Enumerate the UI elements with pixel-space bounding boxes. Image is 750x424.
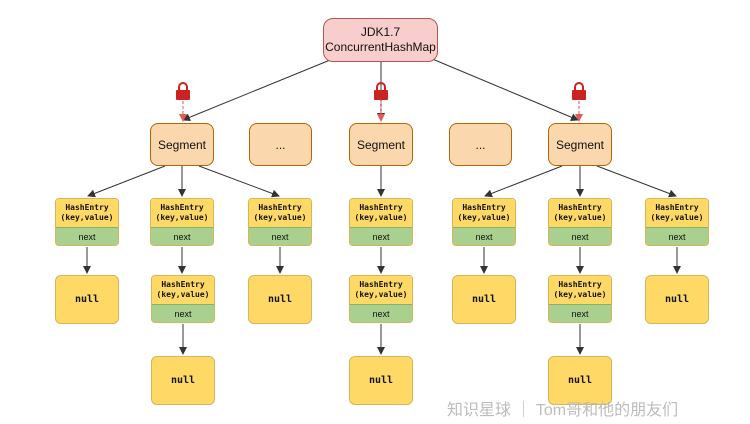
entry-title: HashEntry: [359, 280, 403, 289]
entry-title: HashEntry: [359, 203, 403, 212]
entry-next-field: next: [151, 227, 213, 245]
entry-title: HashEntry: [462, 203, 506, 212]
hash-entry-node: HashEntry(key,value) next: [349, 275, 413, 323]
ellipsis-label: ...: [475, 137, 486, 152]
null-label: null: [368, 375, 394, 386]
entry-next-field: next: [152, 304, 214, 322]
lock-icon: [176, 82, 190, 100]
edge-seg1-entry-a: [87, 165, 166, 198]
entry-fields: (key,value): [354, 213, 408, 222]
segment-node-2: Segment: [349, 123, 413, 166]
root-line2: ConcurrentHashMap: [325, 40, 436, 54]
entry-next-field: next: [549, 304, 611, 322]
ellipsis-label: ...: [275, 137, 286, 152]
entry-fields: (key,value): [253, 213, 307, 222]
entry-fields: (key,value): [156, 290, 210, 299]
edge-seg3-entry-a: [484, 165, 563, 198]
hash-entry-node: HashEntry(key,value) next: [548, 198, 612, 246]
hash-entry-node: HashEntry(key,value) next: [452, 198, 516, 246]
hash-entry-node: HashEntry(key,value) next: [548, 275, 612, 323]
entry-title: HashEntry: [558, 280, 602, 289]
ellipsis-node-1: ...: [249, 123, 312, 166]
entry-next-field: next: [453, 227, 515, 245]
entry-title: HashEntry: [258, 203, 302, 212]
concurrenthashmap-node: JDK1.7 ConcurrentHashMap: [323, 18, 438, 62]
root-line1: JDK1.7: [360, 25, 401, 39]
null-label: null: [267, 294, 293, 305]
null-node: null: [645, 275, 709, 324]
ellipsis-node-2: ...: [449, 123, 512, 166]
null-label: null: [664, 294, 690, 305]
hash-entry-node: HashEntry(key,value) next: [150, 198, 214, 246]
null-label: null: [567, 375, 593, 386]
entry-fields: (key,value): [457, 213, 511, 222]
segment-label: Segment: [356, 137, 406, 152]
segment-label: Segment: [555, 137, 605, 152]
hash-entry-node: HashEntry(key,value) next: [248, 198, 312, 246]
entry-next-field: next: [549, 227, 611, 245]
null-node: null: [55, 275, 119, 324]
null-node: null: [548, 356, 612, 405]
hash-entry-node: HashEntry(key,value) next: [645, 198, 709, 246]
segment-node-1: Segment: [150, 123, 214, 166]
null-label: null: [170, 375, 196, 386]
entry-title: HashEntry: [161, 280, 205, 289]
null-label: null: [471, 294, 497, 305]
entry-fields: (key,value): [60, 213, 114, 222]
entry-fields: (key,value): [553, 290, 607, 299]
entry-title: HashEntry: [655, 203, 699, 212]
edge-seg3-entry-c: [596, 165, 677, 198]
lock-icon: [572, 82, 586, 100]
entry-title: HashEntry: [65, 203, 109, 212]
edge-seg1-entry-c: [198, 165, 280, 198]
entry-fields: (key,value): [155, 213, 209, 222]
entry-fields: (key,value): [354, 290, 408, 299]
entry-fields: (key,value): [553, 213, 607, 222]
entry-title: HashEntry: [160, 203, 204, 212]
entry-next-field: next: [56, 227, 118, 245]
segment-label: Segment: [157, 137, 207, 152]
entry-next-field: next: [646, 227, 708, 245]
entry-next-field: next: [350, 227, 412, 245]
entry-next-field: next: [249, 227, 311, 245]
lock-icon: [374, 82, 388, 100]
null-node: null: [151, 356, 215, 405]
segment-node-3: Segment: [548, 123, 612, 166]
hash-entry-node: HashEntry(key,value) next: [349, 198, 413, 246]
hash-entry-node: HashEntry(key,value) next: [151, 275, 215, 323]
hash-entry-node: HashEntry(key,value) next: [55, 198, 119, 246]
null-node: null: [248, 275, 312, 324]
edge-root-segment-1: [182, 57, 336, 122]
entry-fields: (key,value): [650, 213, 704, 222]
watermark-text: 知识星球 ｜ Tom哥和他的朋友们: [447, 402, 679, 419]
null-node: null: [452, 275, 516, 324]
entry-title: HashEntry: [558, 203, 602, 212]
null-node: null: [349, 356, 413, 405]
entry-next-field: next: [350, 304, 412, 322]
null-label: null: [74, 294, 100, 305]
edge-root-segment-3: [429, 57, 579, 121]
